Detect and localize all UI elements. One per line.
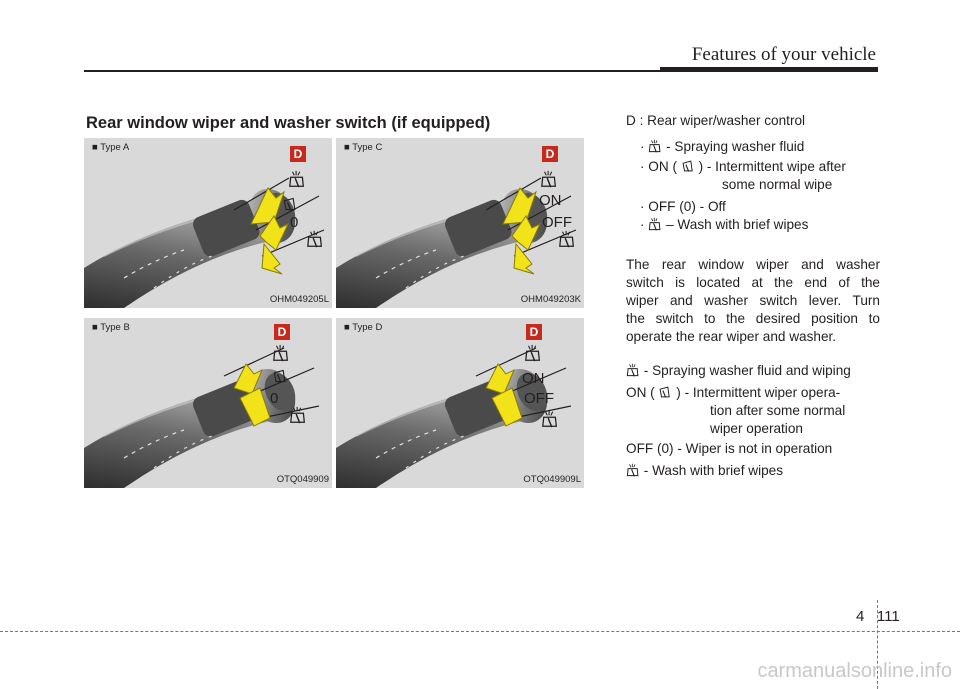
switch-label-on: ON <box>522 370 545 387</box>
list-item: · OFF (0) - Off <box>640 199 726 214</box>
list-item: ON ( ) - Intermittent wiper opera- <box>626 385 841 400</box>
lever-illustration <box>336 138 584 308</box>
figure-code: OHM049205L <box>269 294 329 305</box>
paragraph-line: the switch to the desired position to <box>626 311 880 326</box>
switch-label-zero: 0 <box>270 390 279 407</box>
control-heading: D : Rear wiper/washer control <box>626 113 806 128</box>
wiper-icon <box>681 159 695 173</box>
type-label: ■ Type A <box>92 142 130 153</box>
lever-illustration <box>336 318 584 488</box>
paragraph-line: The rear window wiper and washer <box>626 257 880 272</box>
header-rule <box>84 70 664 72</box>
list-item-continuation: wiper operation <box>710 421 803 436</box>
washer-icon <box>626 463 640 477</box>
type-label: ■ Type B <box>92 322 130 333</box>
page-number: 4 111 <box>856 608 900 625</box>
list-item: · – Wash with brief wipes <box>640 217 809 232</box>
arrow-up <box>511 215 542 251</box>
arrow-up <box>259 215 290 251</box>
figure-code: OTQ049909L <box>523 474 581 485</box>
arrow-down <box>513 242 535 275</box>
type-label: ■ Type D <box>344 322 383 333</box>
list-item-continuation: tion after some normal <box>710 403 846 418</box>
arrow-down <box>261 242 283 275</box>
list-item: · ON ( ) - Intermittent wipe after <box>640 159 846 174</box>
d-badge: D <box>542 146 558 162</box>
paragraph-line: operate the rear wiper and washer. <box>626 329 837 344</box>
running-header: Features of your vehicle <box>691 44 876 65</box>
section-title: Rear window wiper and washer switch (if … <box>86 114 491 132</box>
header-rule-thick <box>660 67 878 72</box>
washer-icon <box>626 363 640 377</box>
arrow-down <box>491 387 523 427</box>
type-label: ■ Type C <box>344 142 383 153</box>
list-item: - Wash with brief wipes <box>626 462 783 480</box>
figure-code: OHM049203K <box>520 294 581 305</box>
switch-label-on: ON <box>539 192 562 209</box>
lever-illustration <box>84 138 332 308</box>
washer-icon <box>648 139 662 153</box>
d-badge: D <box>274 324 290 340</box>
list-item: · - Spraying washer fluid <box>640 139 805 154</box>
footer-divider <box>877 600 878 689</box>
washer-icon <box>648 217 662 231</box>
d-badge: D <box>526 324 542 340</box>
watermark: carmanualsonline.info <box>757 660 952 682</box>
switch-label-zero: 0 <box>290 214 299 231</box>
figure-code: OTQ049909 <box>276 474 329 485</box>
paragraph-line: wiper and washer switch lever. Turn <box>626 293 880 308</box>
paragraph-line: switch is located at the end of the <box>626 275 880 290</box>
list-item: - Spraying washer fluid and wiping <box>626 362 851 380</box>
switch-label-off: OFF <box>542 214 572 231</box>
d-badge: D <box>290 146 306 162</box>
arrow-down <box>239 387 271 427</box>
illustration-type-d: ■ Type D D ON OFF OTQ049909L <box>336 318 584 488</box>
illustration-type-a: ■ Type A D 0 OHM049205L <box>84 138 332 308</box>
illustration-type-c: ■ Type C D ON OFF OHM049203K <box>336 138 584 308</box>
lever-illustration <box>84 318 332 488</box>
wiper-icon <box>658 385 672 399</box>
switch-label-off: OFF <box>524 390 554 407</box>
footer-rule <box>0 631 960 632</box>
list-item-continuation: some normal wipe <box>722 177 833 192</box>
illustration-type-b: ■ Type B D 0 OTQ049909 <box>84 318 332 488</box>
list-item: OFF (0) - Wiper is not in operation <box>626 441 833 456</box>
